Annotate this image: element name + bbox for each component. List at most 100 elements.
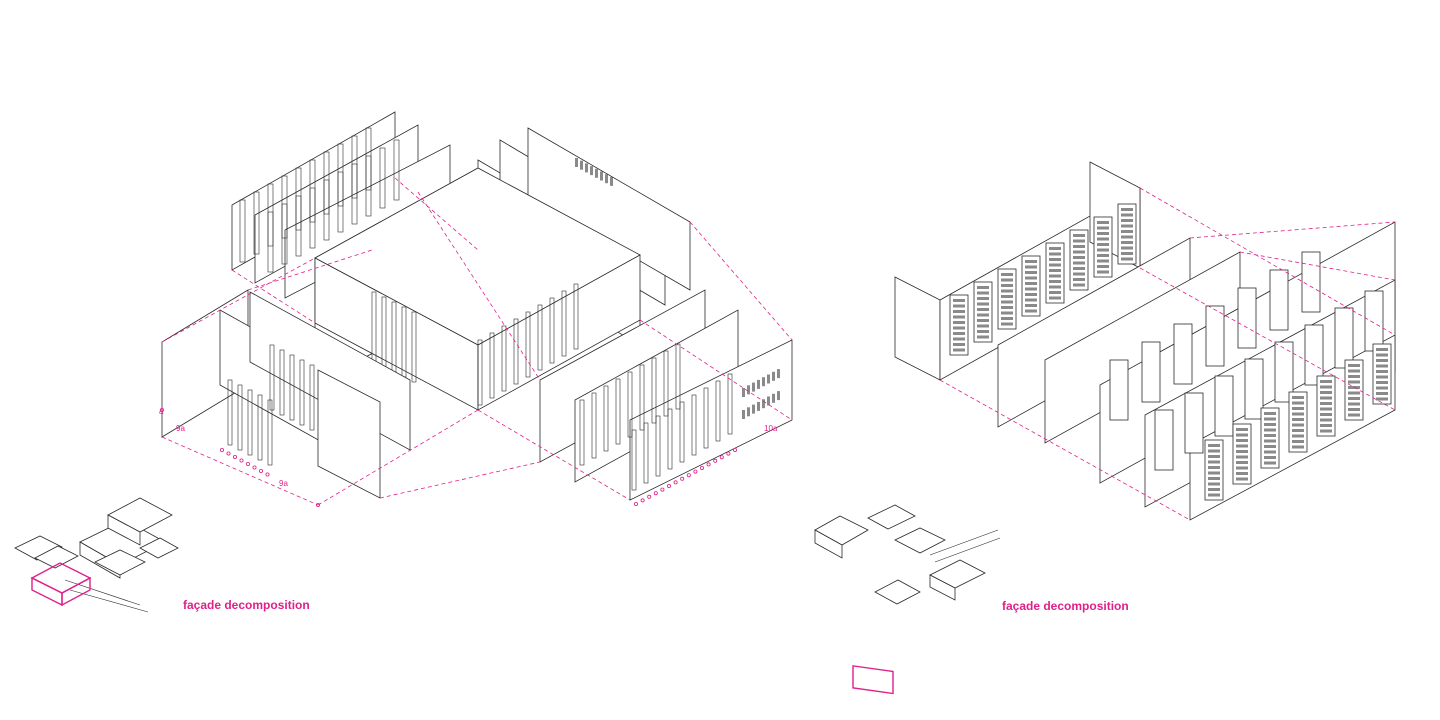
panel-louver [1073,283,1085,287]
panel-louver [1001,289,1013,293]
window-strip [757,379,760,389]
window-strip [762,399,765,409]
panel-louver [1073,239,1085,243]
window-strip [742,388,745,397]
module-label-10a: 10a [764,424,778,433]
panel-louver [1073,261,1085,265]
facade-panel [1205,305,1225,367]
panel-louver [1208,460,1220,464]
panel-louver [1025,304,1037,307]
panel-louver [1025,260,1037,263]
panel-louver [1097,254,1109,257]
window-strip [752,404,755,414]
facade-pier [337,171,344,233]
window-strip [777,369,780,379]
panel-louver [1348,408,1360,411]
window-strip [757,401,760,411]
panel-louver [1320,402,1332,405]
panel-louver [1121,252,1133,255]
panel-louver [1264,456,1276,459]
panel-louver [1348,413,1360,417]
right-site-key-plan [814,504,1001,695]
facade-pier [525,311,531,378]
window-strip [590,166,593,176]
panel-louver [1320,407,1332,411]
facade-panel [1364,290,1384,352]
module-markers [159,407,738,507]
facade-panel [1173,323,1193,385]
facade-panel [1304,324,1324,386]
panel-louver [1025,265,1037,269]
panel-louver [1001,322,1013,326]
module-marker [673,480,678,485]
module-marker [245,461,250,466]
window-strip [767,374,770,384]
panel-louver [977,335,989,339]
panel-louver [1208,444,1220,447]
panel-louver [953,326,965,330]
panel-louver [1348,397,1360,400]
facade-pier [489,332,495,399]
panel-louver [1292,401,1304,405]
panel-louver [1376,348,1388,351]
right-alignment-guides [939,187,1396,521]
panel-louver [1049,274,1061,278]
panel-louver [1208,482,1220,486]
panel-louver [1320,413,1332,416]
facade-pier [663,350,669,417]
panel-louver [1025,298,1037,302]
facade-pier [691,394,697,456]
module-marker [733,447,738,452]
facade-pier [309,187,316,249]
module-marker [239,458,244,463]
module-marker [693,469,698,474]
panel-louver [1292,418,1304,421]
panel-louver [1292,445,1304,449]
window-strip [600,171,603,181]
facade-pier [655,415,661,477]
module-marker [660,487,665,492]
panel-louver [1025,293,1037,296]
panel-louver [1292,412,1304,416]
facade-pier [643,422,649,484]
panel-louver [977,286,989,289]
module-marker [159,407,164,412]
panel-louver [977,297,989,300]
window-strip [767,396,770,406]
panel-louver [1049,296,1061,300]
facade-pier [627,371,633,438]
facade-pier [237,384,243,451]
panel-louver [1049,252,1061,256]
module-marker [700,465,705,470]
panel-louver [1121,219,1133,222]
module-marker [232,454,237,459]
facade-pier [379,147,386,209]
facade-pier [501,325,507,392]
panel-louver [1236,433,1248,437]
panel-louver [953,299,965,302]
alignment-guides [161,177,793,506]
module-marker [252,465,257,470]
window-strip [747,407,750,417]
window-strip [747,385,750,395]
panel-louver [1264,417,1276,421]
facade-panel [1184,392,1204,454]
panel-louver [1001,295,1013,298]
panel-louver [1320,424,1332,427]
facade-pier [247,389,253,456]
highlighted-building [30,562,92,607]
panel-louver [1121,213,1133,217]
facade-pier [281,203,288,265]
facade-pier [323,179,330,241]
facade-pier [227,379,233,446]
window-strip [595,168,598,178]
module-marker [726,451,731,456]
panel-louver [1376,381,1388,384]
panel-louver [1236,428,1248,431]
panel-louver [977,330,989,333]
window-strip [772,393,775,403]
left-caption: façade decomposition [183,598,310,612]
panel-louver [1208,488,1220,491]
panel-louver [1097,259,1109,263]
